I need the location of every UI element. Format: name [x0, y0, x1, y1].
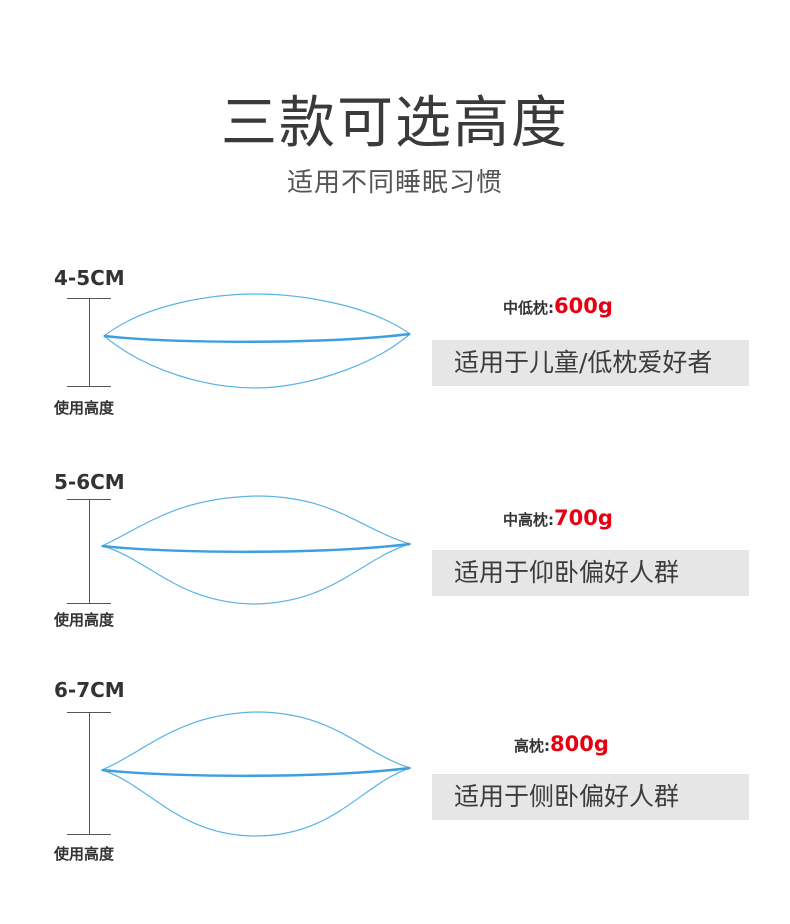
weight-label: 中高枕: — [503, 511, 554, 529]
weight-value: 800g — [550, 732, 609, 756]
measure-tick-bottom — [67, 603, 111, 604]
suitability-description: 适用于侧卧偏好人群 — [432, 774, 749, 820]
height-option-medium-high: 5-6CM 使用高度 中高枕:700g 适用于仰卧偏好人群 — [0, 466, 790, 666]
height-value: 4-5CM — [54, 266, 125, 290]
suitability-description: 适用于儿童/低枕爱好者 — [432, 340, 749, 386]
page-title: 三款可选高度 — [221, 91, 569, 156]
measure-line — [89, 712, 90, 834]
height-option-low-medium: 4-5CM 使用高度 中低枕:600g 适用于儿童/低枕爱好者 — [0, 262, 790, 462]
pillow-illustration — [103, 293, 411, 389]
height-value: 6-7CM — [54, 678, 125, 702]
height-caption: 使用高度 — [54, 845, 115, 863]
height-caption: 使用高度 — [54, 611, 115, 629]
weight-info: 高枕:800g — [514, 732, 609, 756]
weight-value: 600g — [554, 294, 613, 318]
weight-info: 中高枕:700g — [503, 506, 613, 530]
pillow-illustration — [100, 711, 412, 837]
weight-label: 中低枕: — [503, 299, 554, 317]
height-value: 5-6CM — [54, 470, 125, 494]
weight-info: 中低枕:600g — [503, 294, 613, 318]
suitability-description: 适用于仰卧偏好人群 — [432, 550, 749, 596]
height-caption: 使用高度 — [54, 399, 115, 417]
weight-value: 700g — [554, 506, 613, 530]
page-subtitle: 适用不同睡眠习惯 — [286, 168, 503, 198]
measure-line — [89, 298, 90, 386]
measure-tick-bottom — [67, 386, 111, 387]
measure-line — [89, 499, 90, 603]
height-option-high: 6-7CM 使用高度 高枕:800g 适用于侧卧偏好人群 — [0, 674, 790, 874]
pillow-illustration — [100, 495, 413, 605]
measure-tick-bottom — [67, 834, 111, 835]
weight-label: 高枕: — [514, 737, 550, 755]
